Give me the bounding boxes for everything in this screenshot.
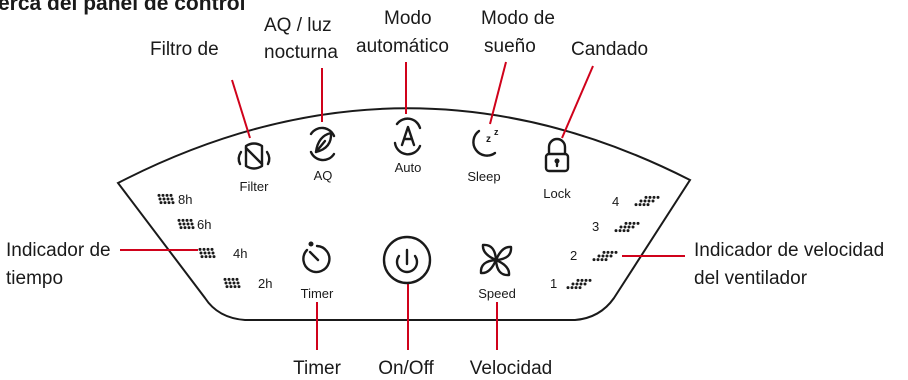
power-button-ring bbox=[382, 235, 432, 285]
filter-button[interactable]: Filter bbox=[237, 142, 271, 195]
callout-time-line2: tiempo bbox=[6, 268, 63, 289]
leaf-cycle-icon bbox=[309, 126, 336, 162]
speed-indicator bbox=[566, 195, 660, 290]
speed-label-1: 1 bbox=[550, 276, 557, 291]
lock-button[interactable]: Lock bbox=[543, 137, 571, 201]
time-led-0 bbox=[157, 193, 175, 205]
time-label-6h: 6h bbox=[197, 217, 211, 232]
fan-icon bbox=[479, 243, 513, 277]
speed-led-0 bbox=[634, 195, 660, 207]
speed-button[interactable]: Speed bbox=[478, 243, 516, 301]
power-button[interactable] bbox=[382, 235, 432, 285]
leader-lock bbox=[561, 65, 594, 139]
callout-lock: Candado bbox=[571, 39, 648, 60]
svg-text:z: z bbox=[494, 127, 499, 137]
auto-a-icon bbox=[393, 117, 422, 156]
padlock-icon bbox=[544, 137, 570, 173]
callout-filter: Filtro de bbox=[150, 39, 219, 60]
speed-led-1 bbox=[614, 221, 640, 233]
callout-speed: Velocidad bbox=[470, 358, 552, 379]
callout-auto-line1: Modo bbox=[384, 8, 432, 29]
speed-led-2 bbox=[592, 250, 618, 262]
callout-power: On/Off bbox=[378, 358, 434, 379]
callout-sleep-line1: Modo de bbox=[481, 8, 555, 29]
sleep-button[interactable]: z z Sleep bbox=[467, 127, 500, 184]
auto-button-label: Auto bbox=[395, 160, 422, 175]
speed-label-4: 4 bbox=[612, 194, 619, 209]
callout-aq-line1: AQ / luz bbox=[264, 15, 332, 36]
callout-speed-ind-line2: del ventilador bbox=[694, 268, 808, 289]
callout-speed-ind-line1: Indicador de velocidad bbox=[694, 240, 884, 261]
lock-button-label: Lock bbox=[543, 186, 571, 201]
callout-auto-line2: automático bbox=[356, 36, 449, 57]
auto-button[interactable]: Auto bbox=[393, 117, 422, 175]
moon-zz-icon: z z bbox=[472, 127, 499, 157]
speed-label-2: 2 bbox=[570, 248, 577, 263]
stopwatch-icon bbox=[302, 241, 331, 274]
speed-label-3: 3 bbox=[592, 219, 599, 234]
aq-button-label: AQ bbox=[314, 168, 333, 183]
svg-text:z: z bbox=[486, 134, 491, 145]
leader-sleep bbox=[489, 61, 507, 125]
aq-button[interactable]: AQ bbox=[309, 126, 336, 183]
callout-sleep-line2: sueño bbox=[484, 36, 536, 57]
time-led-3 bbox=[223, 277, 241, 289]
speed-led-3 bbox=[566, 278, 592, 290]
time-label-8h: 8h bbox=[178, 192, 192, 207]
time-label-4h: 4h bbox=[233, 246, 247, 261]
filter-cartridge-icon bbox=[237, 142, 271, 170]
time-indicator bbox=[157, 193, 241, 289]
sleep-button-label: Sleep bbox=[467, 169, 500, 184]
diagram-heading: erca del panel de control bbox=[0, 0, 245, 15]
leader-filter bbox=[231, 79, 251, 139]
time-led-1 bbox=[177, 218, 195, 230]
timer-button-label: Timer bbox=[301, 286, 334, 301]
callout-timer: Timer bbox=[293, 358, 342, 379]
time-led-2 bbox=[198, 247, 216, 259]
timer-button[interactable]: Timer bbox=[301, 241, 334, 302]
callout-time-line1: Indicador de bbox=[6, 240, 111, 261]
filter-button-label: Filter bbox=[240, 179, 270, 194]
callout-aq-line2: nocturna bbox=[264, 42, 338, 63]
time-label-2h: 2h bbox=[258, 276, 272, 291]
power-icon bbox=[395, 248, 419, 274]
speed-button-label: Speed bbox=[478, 286, 516, 301]
